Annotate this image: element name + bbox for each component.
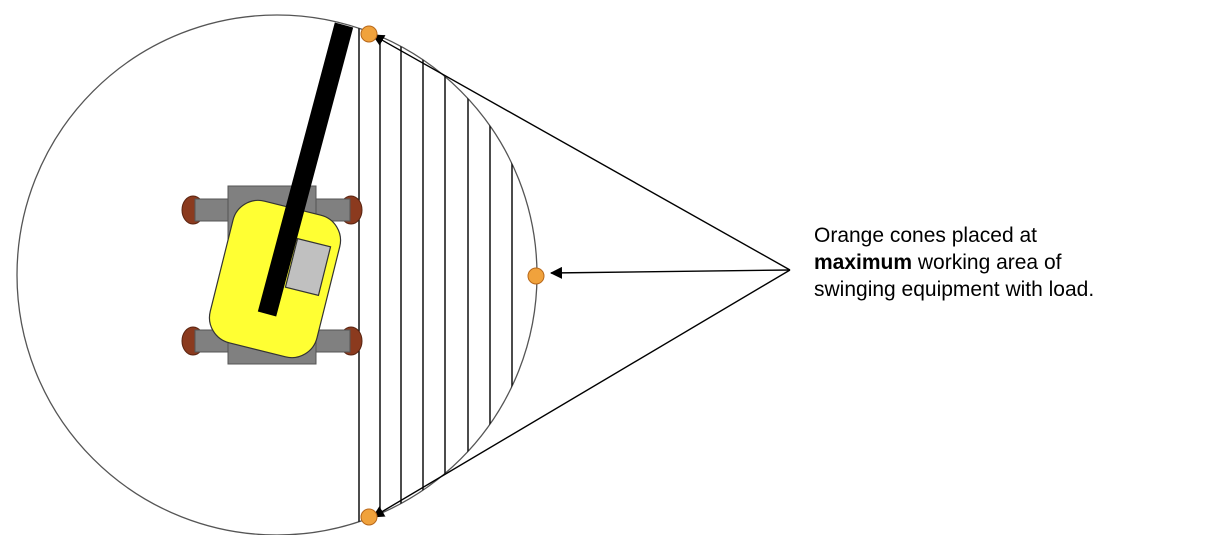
caption-line-3: swinging equipment with load. xyxy=(814,278,1095,301)
caption-line-2-rest: working area of xyxy=(912,251,1062,274)
pointer-arrows xyxy=(372,34,791,518)
orange-cone-icon xyxy=(527,267,545,285)
caption-emphasis: maximum xyxy=(814,251,913,274)
orange-cone-icon xyxy=(360,25,378,43)
caption-line-2: maximum working area of xyxy=(814,249,1210,276)
orange-cone-icon xyxy=(360,508,378,526)
cab-window xyxy=(284,237,332,297)
excavator-icon xyxy=(181,22,363,365)
hatched-zone xyxy=(358,20,513,530)
caption-line-1: Orange cones placed at xyxy=(814,224,1037,247)
boom-arm xyxy=(257,22,354,317)
cone-placement-caption: Orange cones placed at maximum working a… xyxy=(814,222,1210,303)
